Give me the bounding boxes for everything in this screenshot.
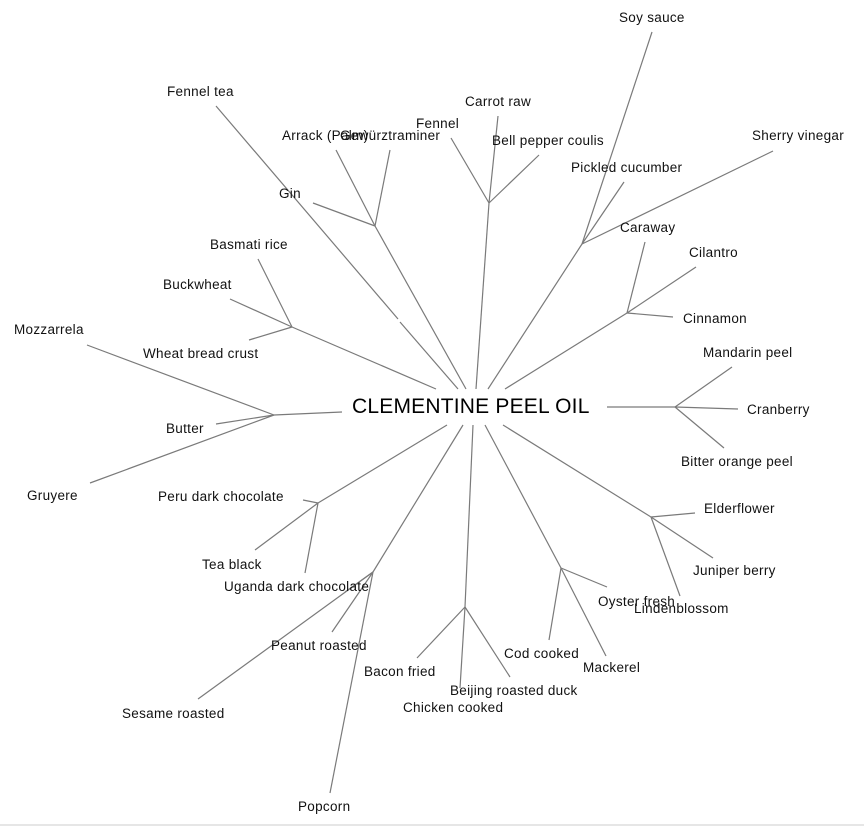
edge-dairy-butter [215, 414, 275, 425]
edge-meat-chicken [459, 606, 466, 689]
leaf-bitter-orange-peel[interactable]: Bitter orange peel [681, 454, 793, 469]
edge-root-chocolate [317, 424, 448, 504]
edge-floral-linden [650, 516, 681, 597]
edge-vegetables-bell [488, 154, 540, 204]
leaf-bell-pepper-coulis[interactable]: Bell pepper coulis [492, 133, 604, 148]
leaf-juniper-berry[interactable]: Juniper berry [693, 563, 776, 578]
leaf-tea-black[interactable]: Tea black [202, 557, 262, 572]
edge-root-spirits [374, 225, 467, 390]
leaf-peru-dark-chocolate[interactable]: Peru dark chocolate [158, 489, 284, 504]
edge-seafood-cod [548, 567, 562, 641]
edge-seafood-oyster [560, 567, 608, 588]
edge-spices-caraway [626, 241, 646, 314]
edge-grains-basmati [257, 258, 293, 328]
edge-vegetables-fennel [450, 137, 490, 204]
leaf-caraway[interactable]: Caraway [620, 220, 676, 235]
edge-roasted-sesame [197, 571, 374, 700]
leaf-popcorn[interactable]: Popcorn [298, 799, 351, 814]
edge-root-fennel-tea [399, 321, 459, 390]
edge-spices-cinnamon [626, 312, 674, 318]
leaf-gin[interactable]: Gin [279, 186, 301, 201]
edge-chocolate-tea [254, 502, 319, 551]
leaf-gewurztraminer[interactable]: Gewürztraminer [340, 128, 441, 143]
edge-sour-soy [581, 31, 653, 245]
edge-spirits-gin [312, 202, 376, 227]
edge-seafood-mackerel [560, 567, 607, 657]
edge-spices-cilantro [626, 266, 697, 314]
edge-spirits-arrack [335, 149, 376, 227]
edge-chocolate-uganda [304, 502, 319, 574]
leaf-carrot-raw[interactable]: Carrot raw [465, 94, 532, 109]
leaf-bacon-fried[interactable]: Bacon fried [364, 664, 436, 679]
edge-dairy-gruyere [89, 414, 275, 484]
bottom-divider [0, 824, 864, 826]
leaf-beijing-roasted-duck[interactable]: Beijing roasted duck [450, 683, 578, 698]
leaf-cod-cooked[interactable]: Cod cooked [504, 646, 580, 661]
edge-roasted-popcorn [329, 571, 374, 794]
edge-chocolate-peru [302, 499, 319, 504]
leaf-mozzarrela[interactable]: Mozzarrela [14, 322, 84, 337]
edge-citrus-cranberry [674, 406, 739, 410]
edge-root-floral [502, 424, 652, 518]
edge-root-sour [487, 243, 583, 390]
edge-root-meat [464, 424, 474, 608]
edge-floral-juniper [650, 516, 714, 559]
root-node-label[interactable]: CLEMENTINE PEEL OIL [352, 395, 590, 418]
edge-spirits-gewurz [374, 149, 391, 227]
edge-fennel-tea-leaf [215, 105, 399, 320]
leaf-mackerel[interactable]: Mackerel [583, 660, 641, 675]
leaf-basmati-rice[interactable]: Basmati rice [210, 237, 288, 252]
leaf-fennel-tea[interactable]: Fennel tea [167, 84, 234, 99]
leaf-lindenblossom[interactable]: Lindenblossom [634, 601, 729, 616]
edge-citrus-mandarin [674, 366, 733, 408]
edge-root-seafood [484, 424, 562, 569]
leaf-peanut-roasted[interactable]: Peanut roasted [271, 638, 367, 653]
edge-root-vegetables [475, 202, 490, 390]
leaf-pickled-cucumber[interactable]: Pickled cucumber [571, 160, 683, 175]
leaf-cilantro[interactable]: Cilantro [689, 245, 738, 260]
leaf-soy-sauce[interactable]: Soy sauce [619, 10, 685, 25]
edge-dairy-mozzarella [86, 344, 275, 416]
edge-root-roasted [372, 424, 464, 573]
leaf-fennel[interactable]: Fennel [416, 116, 460, 131]
leaf-butter[interactable]: Butter [166, 421, 204, 436]
leaf-uganda-dark-chocolate[interactable]: Uganda dark chocolate [224, 579, 370, 594]
edge-vegetables-carrot [488, 115, 499, 204]
leaf-sherry-vinegar[interactable]: Sherry vinegar [752, 128, 844, 143]
leaf-gruyere[interactable]: Gruyere [27, 488, 78, 503]
edge-sour-pickled [581, 181, 625, 245]
leaf-cranberry[interactable]: Cranberry [747, 402, 810, 417]
leaf-elderflower[interactable]: Elderflower [704, 501, 775, 516]
edge-roasted-peanut [331, 571, 374, 633]
edge-grains-buckwheat [229, 298, 293, 328]
edge-root-grains [291, 326, 437, 390]
leaf-buckwheat[interactable]: Buckwheat [163, 277, 232, 292]
edge-sour-sherry [581, 150, 774, 245]
leaf-mandarin-peel[interactable]: Mandarin peel [703, 345, 793, 360]
leaf-arrack-palm[interactable]: Arrack (Palm) [282, 128, 369, 143]
edge-root-dairy [273, 411, 343, 416]
leaf-cinnamon[interactable]: Cinnamon [683, 311, 747, 326]
leaf-wheat-bread-crust[interactable]: Wheat bread crust [143, 346, 259, 361]
edge-meat-bacon [416, 606, 466, 659]
edge-grains-wheat [248, 326, 293, 341]
edge-floral-elderflower [650, 512, 696, 518]
leaf-sesame-roasted[interactable]: Sesame roasted [122, 706, 225, 721]
edge-root-spices [504, 312, 628, 390]
leaf-chicken-cooked[interactable]: Chicken cooked [403, 700, 504, 715]
edge-meat-duck [464, 606, 511, 678]
edge-citrus-bitter [674, 406, 725, 449]
leaf-oyster-fresh[interactable]: Oyster fresh [598, 594, 676, 609]
